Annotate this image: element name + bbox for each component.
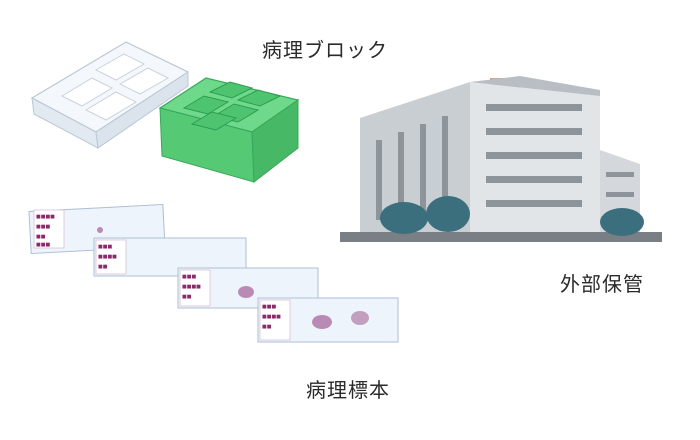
external-storage-label: 外部保管 bbox=[560, 272, 644, 296]
green-cassette-image bbox=[158, 77, 300, 183]
svg-text:■■: ■■ bbox=[182, 294, 192, 300]
svg-text:■■: ■■ bbox=[98, 264, 108, 270]
svg-text:■■■: ■■■ bbox=[36, 242, 50, 248]
svg-text:■■■: ■■■ bbox=[36, 224, 50, 230]
pathology-blocks-label: 病理ブロック bbox=[262, 38, 388, 62]
pathology-specimens-label: 病理標本 bbox=[306, 378, 390, 402]
building-image bbox=[340, 76, 662, 242]
svg-text:■■■: ■■■ bbox=[98, 244, 112, 250]
svg-text:■■: ■■ bbox=[262, 324, 272, 330]
svg-text:■■■: ■■■ bbox=[262, 304, 276, 310]
svg-text:■■■■: ■■■■ bbox=[262, 314, 281, 320]
slides-image: ■■■■■■■■■■■■ ■■■■■■■■■ ■■■■■■■■■ ■■■■■■■… bbox=[28, 203, 399, 343]
svg-text:■■■■: ■■■■ bbox=[36, 214, 55, 220]
white-cassette-image bbox=[30, 41, 190, 149]
svg-text:■■: ■■ bbox=[36, 234, 46, 240]
slide-3: ■■■■■■■■■ bbox=[177, 267, 319, 309]
svg-text:■■■■: ■■■■ bbox=[182, 284, 201, 290]
svg-text:■■■: ■■■ bbox=[182, 274, 196, 280]
slide-4: ■■■■■■■■■ bbox=[257, 297, 399, 343]
svg-text:■■■■: ■■■■ bbox=[98, 254, 117, 260]
